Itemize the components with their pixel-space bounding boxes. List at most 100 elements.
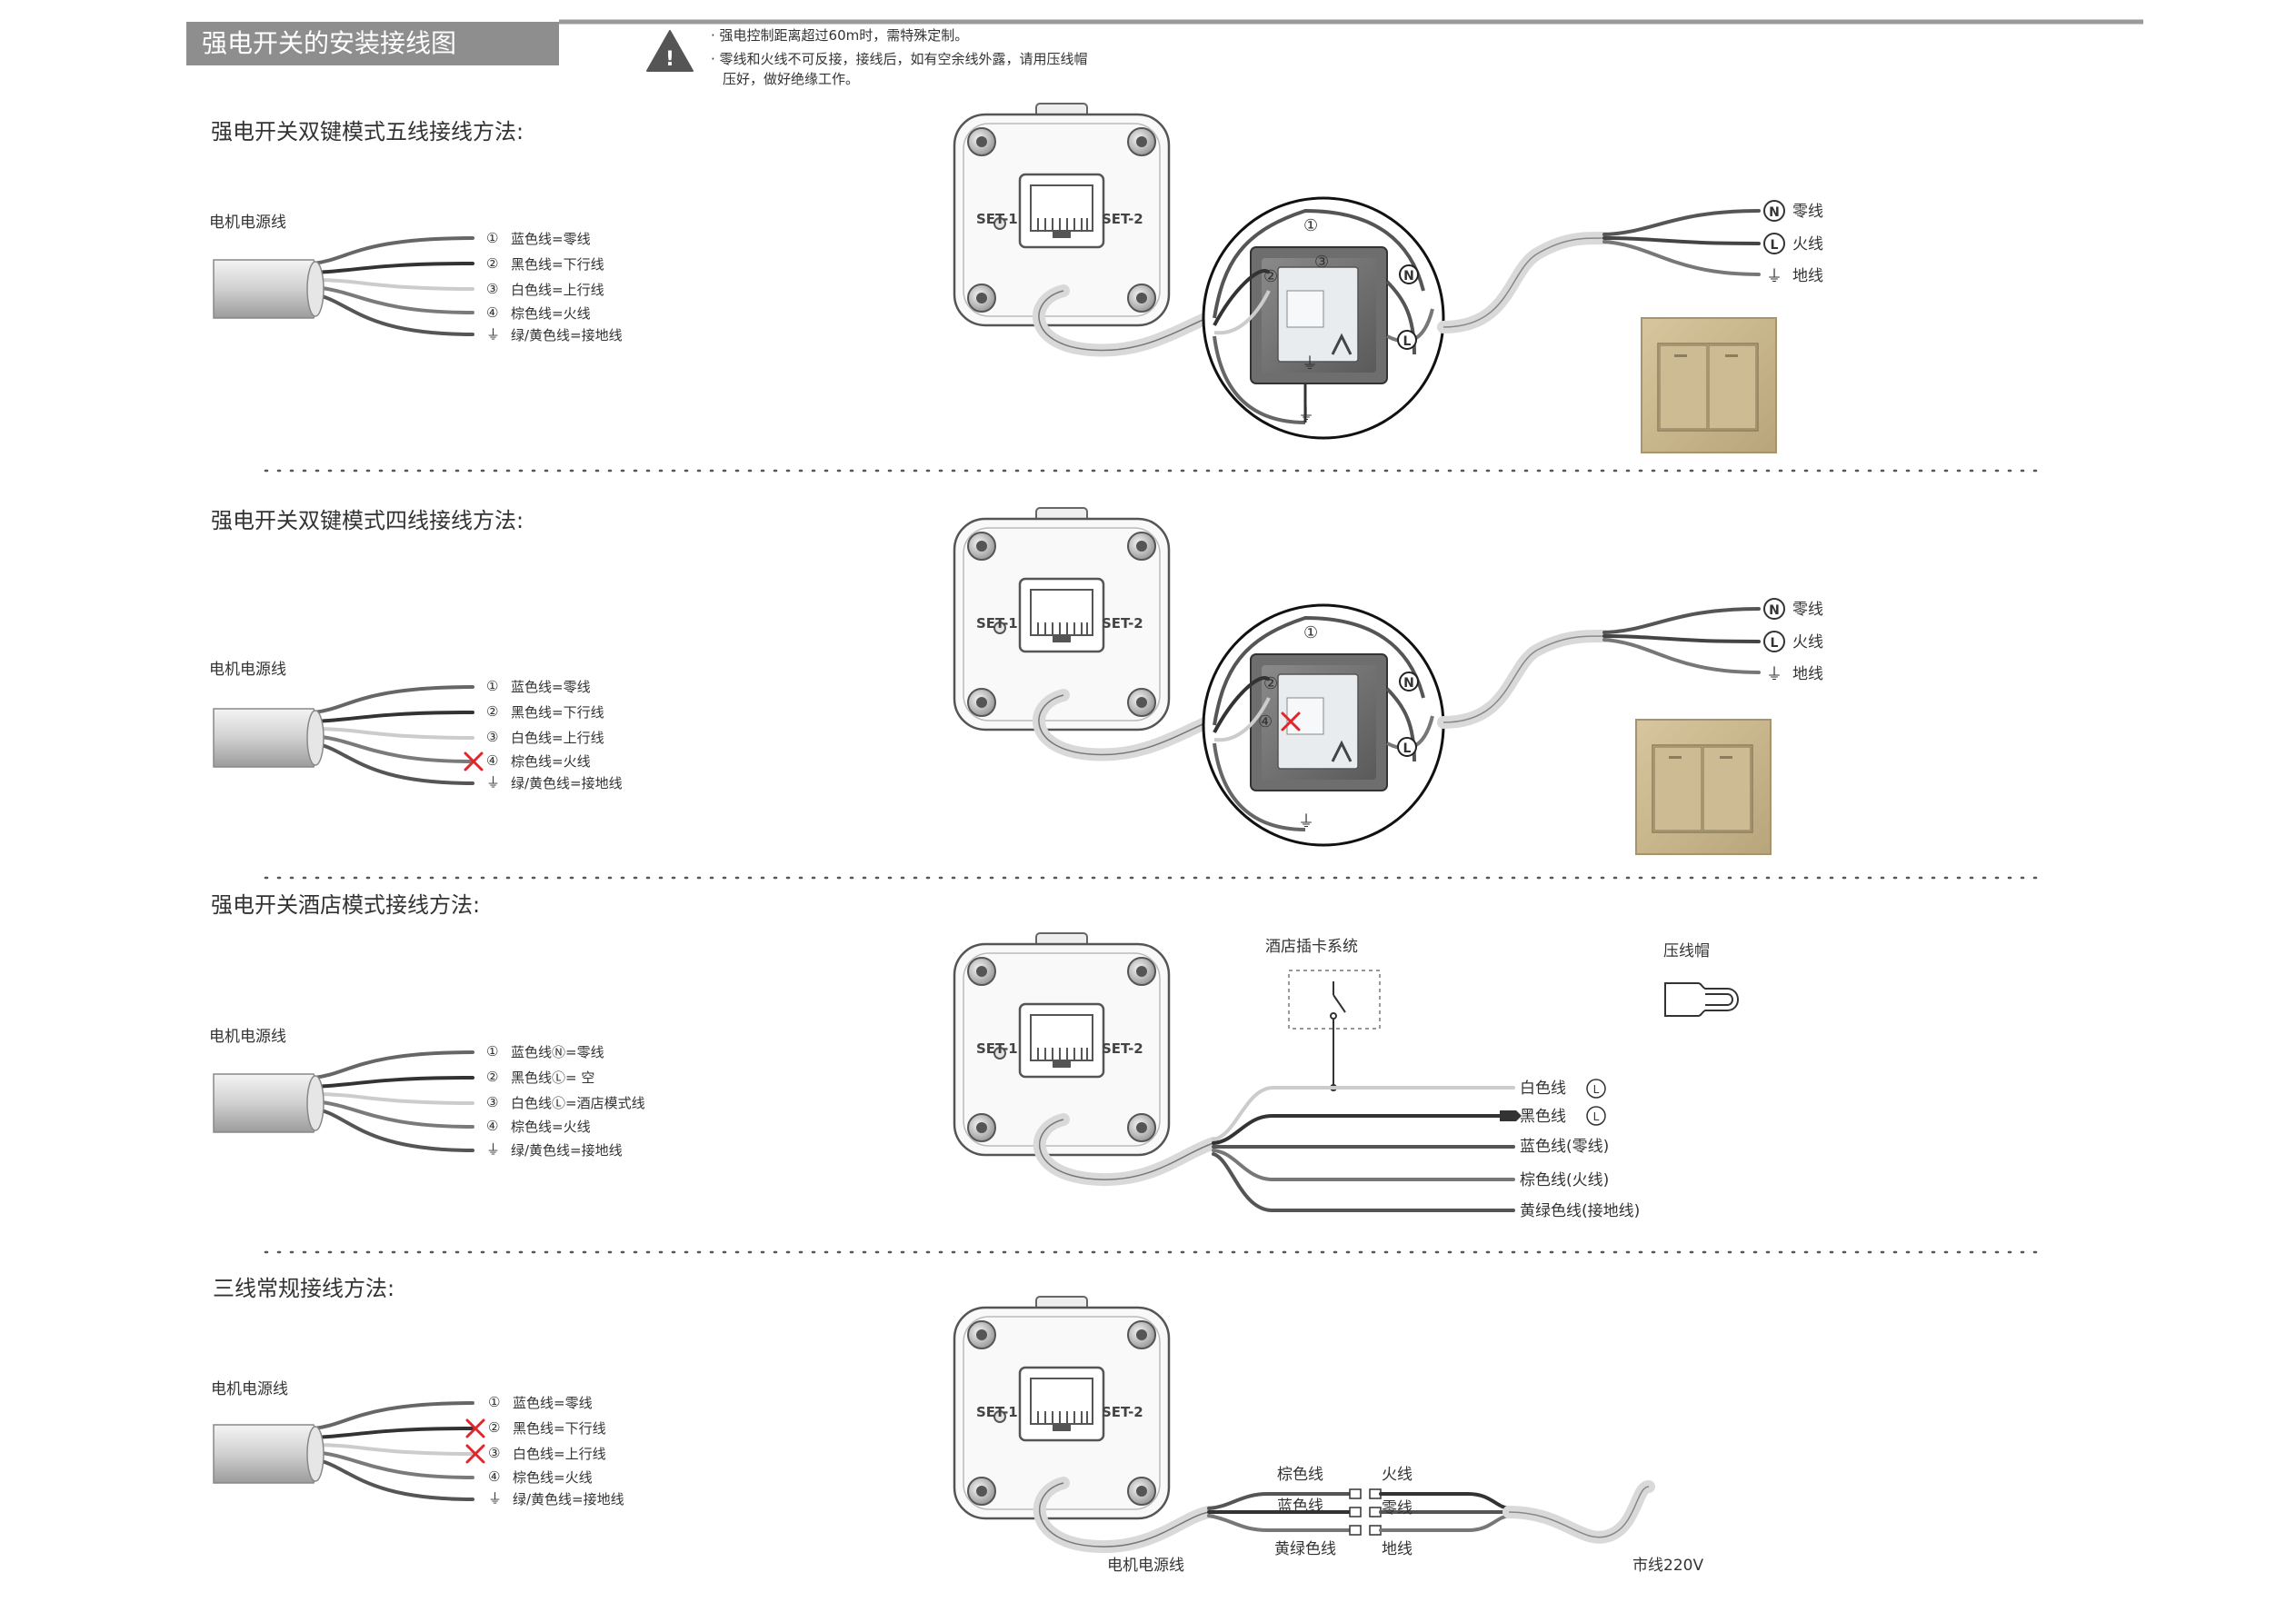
hotel-wire-label: 蓝色线(零线) [1520,1138,1609,1156]
svg-text:L: L [1403,334,1412,349]
wire-fan [312,1050,474,1152]
set2-label: SET-2 [1102,211,1143,227]
terminal-3: ③ [1314,253,1329,272]
switch-zoom: ① ③ ② N L ⏚ ⏚ [1202,196,1445,440]
mains-label: 地线 [1792,665,1823,683]
wire-cap-label: 压线帽 [1663,942,1710,960]
hotel-card-switch-icon [1330,981,1346,1091]
wire-label: 绿/黄色线=接地线 [513,1491,624,1508]
cable-stub [213,1424,324,1484]
set1-label: SET-1 [976,1040,1018,1057]
set2-label: SET-2 [1102,1040,1143,1057]
mains-cable [1502,1480,1655,1544]
wire-nut [1500,1110,1522,1121]
terminal-1: ① [1303,623,1318,642]
set2-label: SET-2 [1102,1404,1143,1420]
wire-num: ① [486,678,498,694]
set1-label: SET-1 [976,211,1018,227]
wire-num: ⏚ [486,326,500,343]
hotel-card-box [1288,970,1381,1030]
hotel-wires [1212,1086,1515,1212]
wire-num: ④ [486,1118,498,1134]
svg-text:L: L [1593,1110,1600,1123]
section-three-wire: 三线常规接线方法: 电机电源线 ① 蓝色线=零线 ② 黑色线=下行线 ③ 白色线… [211,1276,1703,1575]
section-hotel-mode: 强电开关酒店模式接线方法: 电机电源线 ① 蓝色线Ⓝ=零线 ② 黑色线Ⓛ= 空 … [209,892,1739,1220]
terminal-1: ① [1303,216,1318,235]
wire-num: ② [486,1069,498,1085]
bottom-right-label: 市线220V [1632,1557,1703,1575]
terminal-2: ② [1263,674,1278,693]
conn-right-label: 零线 [1382,1499,1413,1518]
section-four-wire: 强电开关双键模式四线接线方法: 电机电源线 ① 蓝色线=零线 ② 黑色线=下行线… [209,506,1823,855]
hotel-wire-label: 黄绿色线(接地线) [1520,1202,1640,1220]
svg-text:N: N [1403,676,1414,691]
wire-num: ③ [488,1445,500,1461]
header: 强电开关的安装接线图 ! · 强电控制距离超过60m时，需特殊定制。 · 零线和… [186,19,2143,87]
mains-label: 火线 [1792,235,1823,254]
terminal-ground: ⏚ [1298,405,1314,424]
section-heading: 强电开关双键模式五线接线方法: [211,119,524,144]
mains-cable [1437,630,1611,729]
mains-symbol: N [1769,205,1780,220]
wire-label: 绿/黄色线=接地线 [511,327,623,343]
wire-label: 白色线=上行线 [513,1446,606,1462]
wire-label: 黑色线=下行线 [511,256,604,273]
set1-label: SET-1 [976,615,1018,632]
wire-label: 蓝色线=零线 [511,231,591,247]
wire-label: 黑色线Ⓛ= 空 [511,1070,594,1086]
wire-legend: ① 蓝色线=零线 ② 黑色线=下行线 ③ 白色线=上行线 ④ 棕色线=火线 ⏚ … [486,230,623,343]
wire-num: ② [488,1419,500,1436]
conn-left-label: 棕色线 [1277,1466,1323,1484]
wire-num: ① [488,1394,500,1410]
conn-labels: 棕色线 蓝色线 黄绿色线 火线 零线 地线 电机电源线 市线220V [1107,1466,1703,1575]
conn-wires-left [1207,1492,1352,1532]
cable-label: 电机电源线 [209,661,286,679]
wire-num: ⏚ [488,1490,502,1507]
wall-switch-panel [1641,317,1777,453]
cable-stub [213,708,324,768]
section-heading: 强电开关酒店模式接线方法: [211,892,480,918]
wire-num: ③ [486,729,498,745]
mains-legend: N 零线 L 火线 ⏚ 地线 [1763,200,1823,286]
title-bar [186,22,559,65]
terminal-ground-switch: ⏚ [1302,354,1318,373]
wire-num: ④ [486,752,498,769]
wire-num: ① [486,1043,498,1060]
wire-label: 绿/黄色线=接地线 [511,1142,623,1159]
wire-label: 蓝色线=零线 [513,1395,593,1411]
terminal-n: N [1399,264,1419,284]
terminal-l: L [1397,330,1417,350]
terminal-ground: ⏚ [1298,812,1314,831]
svg-text:L: L [1403,741,1412,756]
wire-legend: ① 蓝色线=零线 ② 黑色线=下行线 ③ 白色线=上行线 ④ 棕色线=火线 ⏚ … [486,678,623,791]
bottom-left-label: 电机电源线 [1107,1557,1184,1575]
wire-num: ② [486,703,498,720]
section-five-wire: 强电开关双键模式五线接线方法: 电机电源线 ① 蓝色线=零线 ② 黑色线=下行线… [209,102,1823,453]
wire-label: 蓝色线=零线 [511,679,591,695]
set1-label: SET-1 [976,1404,1018,1420]
wire-label: 黑色线=下行线 [511,704,604,721]
conn-left-label: 黄绿色线 [1274,1540,1336,1558]
mains-label: 零线 [1792,601,1823,619]
motor-device: SET-1 SET-2 [953,1295,1171,1520]
wire-legend: ① 蓝色线Ⓝ=零线 ② 黑色线Ⓛ= 空 ③ 白色线Ⓛ=酒店模式线 ④ 棕色线=火… [486,1043,645,1159]
terminal-l: L [1397,737,1417,757]
connector-blocks [1349,1488,1382,1536]
conn-right-label: 火线 [1382,1466,1413,1484]
mains-symbol: L [1771,636,1779,651]
hotel-card-label: 酒店插卡系统 [1265,938,1358,956]
wire-label: 棕色线=火线 [511,1119,591,1135]
wire-fan [312,1401,474,1501]
wire-label: 棕色线=火线 [511,305,591,322]
wire-num: ③ [486,1094,498,1110]
conn-right-label: 地线 [1382,1540,1413,1558]
wire-fan [312,685,474,785]
mains-wires [1602,607,1761,674]
svg-text:!: ! [665,48,674,71]
wire-num: ① [486,230,498,246]
mains-label: 地线 [1792,267,1823,285]
warning-line-2: · 零线和火线不可反接，接线后，如有空余线外露，请用压线帽 [711,51,1088,67]
wire-fan [312,236,474,336]
mains-label: 火线 [1792,633,1823,652]
hotel-wire-label: 白色线 [1520,1080,1566,1098]
